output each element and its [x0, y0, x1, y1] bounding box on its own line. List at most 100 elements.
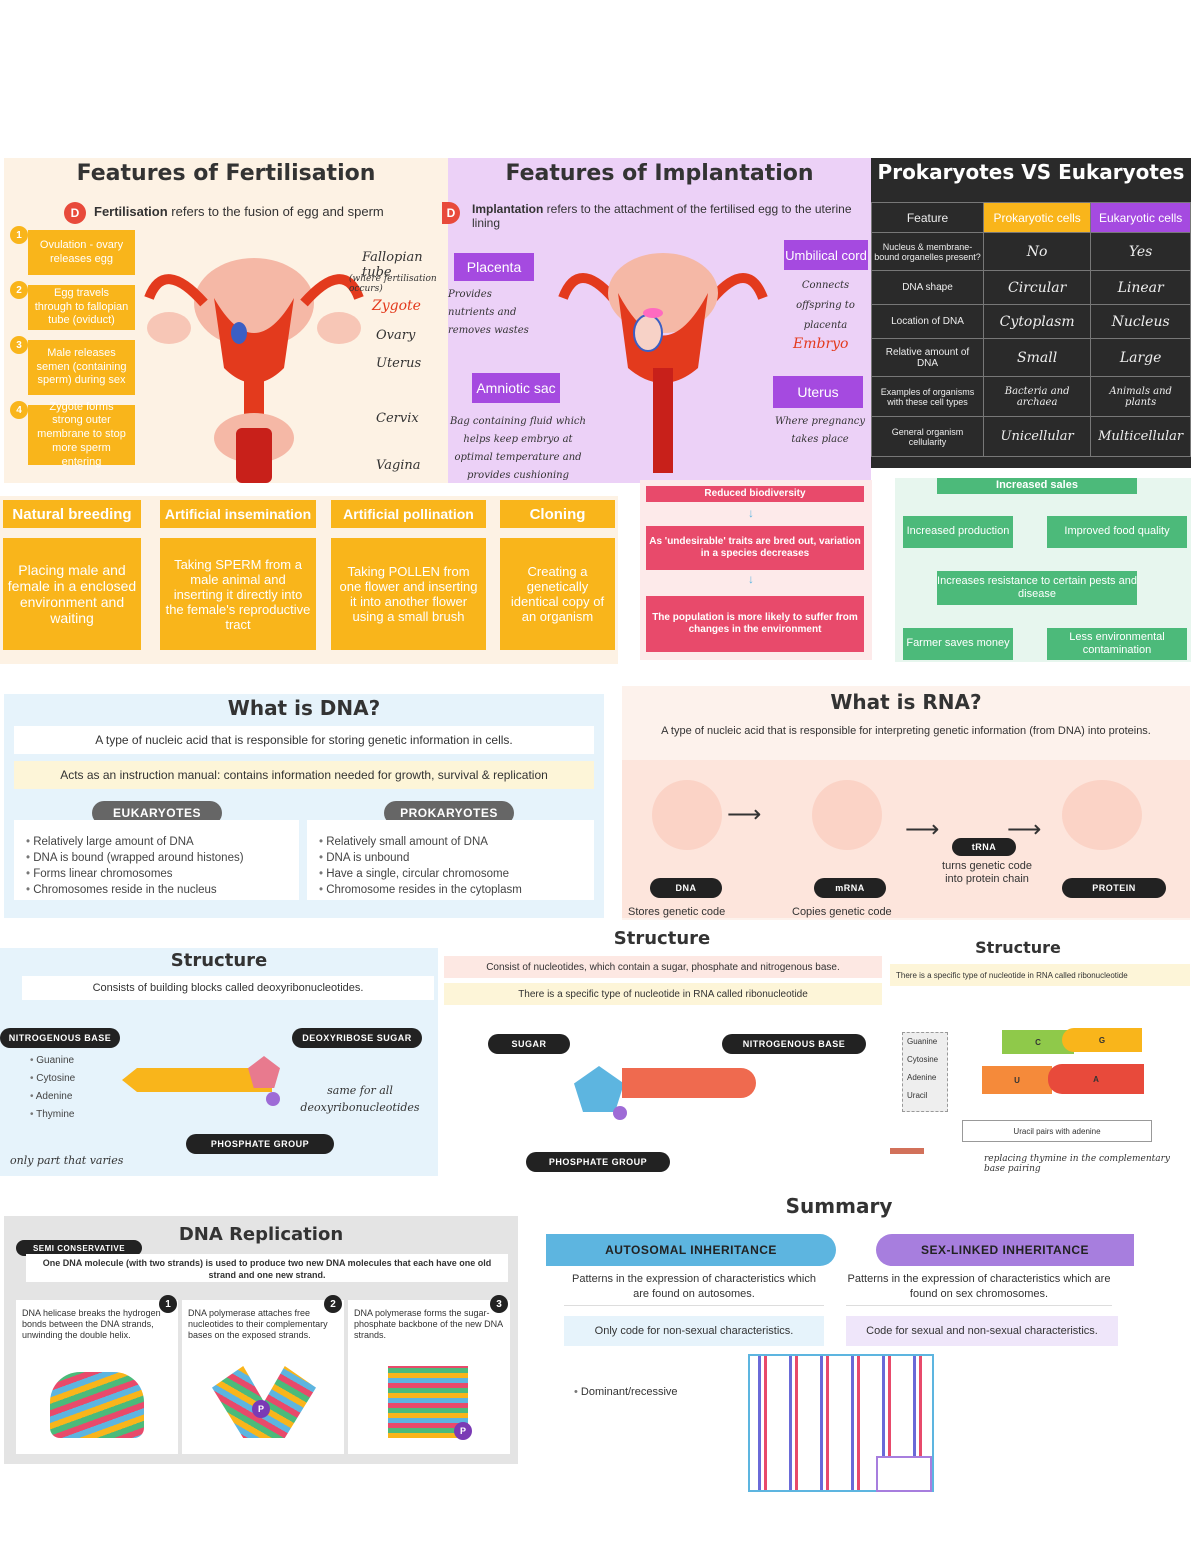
arrow-right-icon: ⟶: [905, 816, 940, 843]
table-cell: Unicellular: [982, 416, 1092, 457]
increased-production: Increased production: [903, 516, 1013, 548]
cervix-label: Cervix: [376, 411, 419, 426]
table-cell: Relative amount of DNA: [871, 338, 984, 377]
guanine-base: G: [1062, 1028, 1142, 1052]
vagina-label: Vagina: [376, 458, 421, 473]
uracil-note-2: replacing thymine in the complementary b…: [984, 1154, 1170, 1174]
ovary-label: Ovary: [376, 328, 416, 343]
list-item: Chromosome resides in the cytoplasm: [319, 882, 582, 898]
implantation-panel: Features of Implantation D Implantation …: [442, 158, 871, 483]
artificial-insemination-heading: Artificial insemination: [160, 500, 316, 528]
less-contamination: Less environmental contamination: [1047, 628, 1187, 660]
dna-definition: A type of nucleic acid that is responsib…: [14, 726, 594, 754]
dna-replication-panel: DNA Replication SEMI CONSERVATIVE One DN…: [4, 1216, 518, 1464]
phosphate-group-tag: PHOSPHATE GROUP: [526, 1152, 670, 1172]
phosphate-shape: [266, 1092, 280, 1106]
improved-food-quality: Improved food quality: [1047, 516, 1187, 548]
sugar-shape: [574, 1066, 624, 1112]
pest-resistance: Increases resistance to certain pests an…: [937, 571, 1137, 605]
nitrogenous-base-tag: NITROGENOUS BASE: [0, 1028, 120, 1048]
pro-euk-title: Prokaryotes VS Eukaryotes: [877, 160, 1185, 184]
protein-icon: [1062, 780, 1142, 850]
definition-badge: D: [64, 202, 86, 224]
what-is-rna-panel: What is RNA? A type of nucleic acid that…: [622, 686, 1190, 920]
umbilical-cord-note: Connects offspring to placenta: [796, 280, 855, 331]
replication-definition: One DNA molecule (with two strands) is u…: [26, 1254, 508, 1282]
uterus-embryo-illustration: [558, 253, 768, 473]
uracil-base: U: [982, 1066, 1052, 1094]
prokaryotes-eukaryotes-panel: Prokaryotes VS Eukaryotes Feature Prokar…: [871, 158, 1191, 468]
definition-badge: D: [442, 202, 460, 224]
dna-helix-icon: [652, 780, 722, 850]
dna-structure-definition: Consists of building blocks called deoxy…: [22, 976, 434, 1000]
mrna-tag: mRNA: [814, 878, 886, 898]
amniotic-sac-label: Amniotic sac: [472, 373, 560, 403]
list-item: Chromosomes reside in the nucleus: [26, 882, 287, 898]
mrna-note: Copies genetic code: [792, 906, 892, 918]
uterus-illustration: [144, 258, 364, 483]
rna-structure-panel: Structure Consist of nucleotides, which …: [440, 926, 884, 1176]
summary-title: Summary: [785, 1194, 893, 1218]
autosomal-definition: Patterns in the expression of characteri…: [564, 1270, 824, 1306]
list-item: Cytosine: [907, 1055, 939, 1064]
autosomal-code: Only code for non-sexual characteristics…: [564, 1316, 824, 1346]
base-shape: [622, 1068, 756, 1098]
accent-bar: [890, 1148, 924, 1154]
placenta-note: Provides nutrients and removes wastes: [448, 289, 529, 336]
header-prokaryotic: Prokaryotic cells: [982, 202, 1092, 233]
dominant-recessive: • Dominant/recessive: [574, 1386, 678, 1398]
table-cell: Animals and plants: [1090, 376, 1191, 417]
list-item: Thymine: [30, 1106, 75, 1124]
helix-icon: [50, 1372, 144, 1438]
adenine-base: A: [1048, 1064, 1144, 1094]
table-cell: General organism cellularity: [871, 416, 984, 457]
base-list: Guanine Cytosine Adenine Thymine: [30, 1052, 75, 1124]
what-is-dna-panel: What is DNA? A type of nucleic acid that…: [4, 694, 604, 918]
fallopian-tube-label: Fallopian tube: [362, 250, 423, 280]
table-cell: Location of DNA: [871, 304, 984, 339]
table-cell: Circular: [982, 270, 1092, 305]
sex-linked-tag: SEX-LINKED INHERITANCE: [876, 1234, 1134, 1266]
uterus-note: Where pregnancy takes place: [774, 416, 866, 445]
dna-structure-panel: Structure Consists of building blocks ca…: [0, 948, 438, 1176]
farmer-saves-money: Farmer saves money: [903, 628, 1013, 660]
rna-diagram: ⟶ ⟶ ⟶ DNA mRNA tRNA PROTEIN Stores genet…: [622, 760, 1190, 918]
list-item: Adenine: [907, 1073, 937, 1082]
nitrogenous-base-tag: NITROGENOUS BASE: [722, 1034, 866, 1054]
table-cell: Examples of organisms with these cell ty…: [871, 376, 984, 417]
dna-structure-title: Structure: [170, 950, 268, 971]
varies-note: only part that varies: [10, 1154, 124, 1167]
uracil-note: Uracil pairs with adenine: [962, 1120, 1152, 1142]
step-3-badge: 3: [490, 1295, 508, 1313]
list-item: Relatively small amount of DNA: [319, 834, 582, 850]
step-1-badge: 1: [159, 1295, 177, 1313]
list-item: DNA is bound (wrapped around histones): [26, 850, 287, 866]
arrow-down-icon: ↓: [748, 572, 754, 586]
variation-decreases: As 'undesirable' traits are bred out, va…: [646, 526, 864, 570]
implantation-definition: Implantation refers to the attachment of…: [472, 202, 852, 230]
ribonucleotide-note: There is a specific type of nucleotide i…: [444, 983, 882, 1005]
arrow-down-icon: ↓: [748, 506, 754, 520]
step-1-text: DNA helicase breaks the hydrogen bonds b…: [22, 1308, 161, 1340]
pro-euk-table: Feature Prokaryotic cells Eukaryotic cel…: [871, 202, 1191, 457]
zygote-label: Zygote: [372, 298, 421, 314]
table-cell: DNA shape: [871, 270, 984, 305]
table-cell: Linear: [1090, 270, 1191, 305]
arrow-right-icon: ⟶: [1007, 816, 1042, 843]
rna-structure-definition: Consist of nucleotides, which contain a …: [444, 956, 882, 978]
table-cell: Multicellular: [1090, 416, 1191, 457]
phosphate-shape: [613, 1106, 627, 1120]
arrow-right-icon: ⟶: [727, 801, 762, 828]
eukaryotes-box: Relatively large amount of DNA DNA is bo…: [14, 820, 299, 900]
table-cell: Nucleus & membrane-bound organelles pres…: [871, 232, 984, 271]
ribonucleotide-title: Structure: [975, 938, 1061, 957]
header-feature: Feature: [871, 202, 984, 233]
deoxyribose-sugar-tag: DEOXYRIBOSE SUGAR: [292, 1028, 422, 1048]
step-2-badge: 2: [324, 1295, 342, 1313]
summary-panel: Summary AUTOSOMAL INHERITANCE SEX-LINKED…: [544, 1194, 1192, 1494]
sugar-tag: SUGAR: [488, 1034, 570, 1054]
artificial-pollination-heading: Artificial pollination: [331, 500, 486, 528]
